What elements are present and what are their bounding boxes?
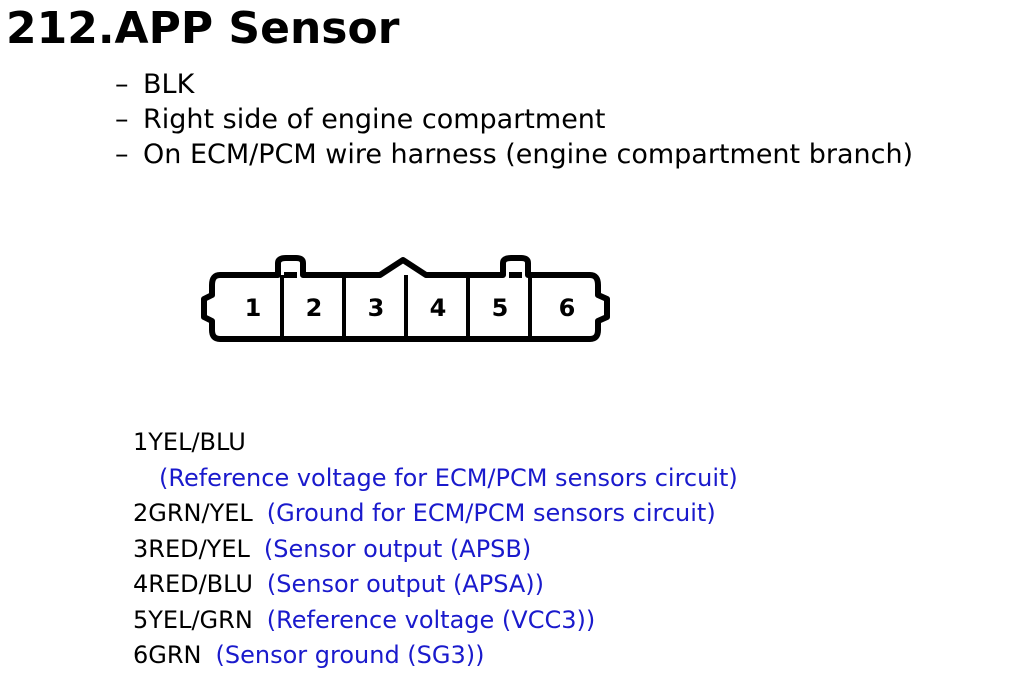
- detail-bullet: –: [115, 69, 129, 100]
- pin-wire-label: 5YEL/GRN: [133, 605, 253, 634]
- pin-label: 5: [492, 294, 509, 322]
- pin-description: (Reference voltage for ECM/PCM sensors c…: [159, 463, 738, 492]
- pin-list: 1YEL/BLU (Reference voltage for ECM/PCM …: [133, 425, 738, 674]
- pin-row-4: 4RED/BLU (Sensor output (APSA)): [133, 567, 738, 603]
- pin-wire-label: 1YEL/BLU: [133, 428, 246, 456]
- pin-label: 2: [306, 294, 323, 322]
- connector-housing: [201, 255, 610, 342]
- pin-row-6: 6GRN (Sensor ground (SG3)): [133, 638, 738, 674]
- detail-bullet: –: [115, 139, 129, 170]
- connector-diagram: 1 2 3 4 5 6: [201, 255, 610, 342]
- detail-harness: –On ECM/PCM wire harness (engine compart…: [115, 139, 914, 170]
- pin-label: 4: [430, 294, 447, 322]
- pin-description: (Sensor ground (SG3)): [215, 641, 485, 669]
- pin-row-5: 5YEL/GRN (Reference voltage (VCC3)): [133, 603, 738, 639]
- detail-color: –BLK: [115, 69, 195, 100]
- pin-wire-label: 6GRN: [133, 641, 202, 669]
- detail-location: –Right side of engine compartment: [115, 104, 606, 135]
- detail-bullet: –: [115, 104, 129, 135]
- pin-wire-label: 4RED/BLU: [133, 570, 253, 598]
- pin-description: (Sensor output (APSA)): [266, 570, 545, 598]
- connector-details: –BLK –Right side of engine compartment –…: [115, 67, 913, 172]
- pin-label: 6: [559, 294, 576, 322]
- pin-description: (Ground for ECM/PCM sensors circuit): [266, 499, 716, 527]
- pin-description: (Sensor output (APSB): [263, 534, 532, 563]
- pin-description: (Reference voltage (VCC3)): [266, 605, 596, 634]
- pin-row-3: 3RED/YEL (Sensor output (APSB): [133, 532, 738, 568]
- pin-row-2: 2GRN/YEL (Ground for ECM/PCM sensors circ…: [133, 496, 738, 532]
- pin-label: 3: [368, 294, 385, 322]
- pin-row-1: 1YEL/BLU (Reference voltage for ECM/PCM …: [133, 425, 738, 496]
- pin-wire-label: 3RED/YEL: [133, 534, 250, 563]
- pin-label: 1: [245, 294, 262, 322]
- pin-wire-label: 2GRN/YEL: [133, 499, 253, 527]
- page-title: 212.APP Sensor: [6, 3, 400, 54]
